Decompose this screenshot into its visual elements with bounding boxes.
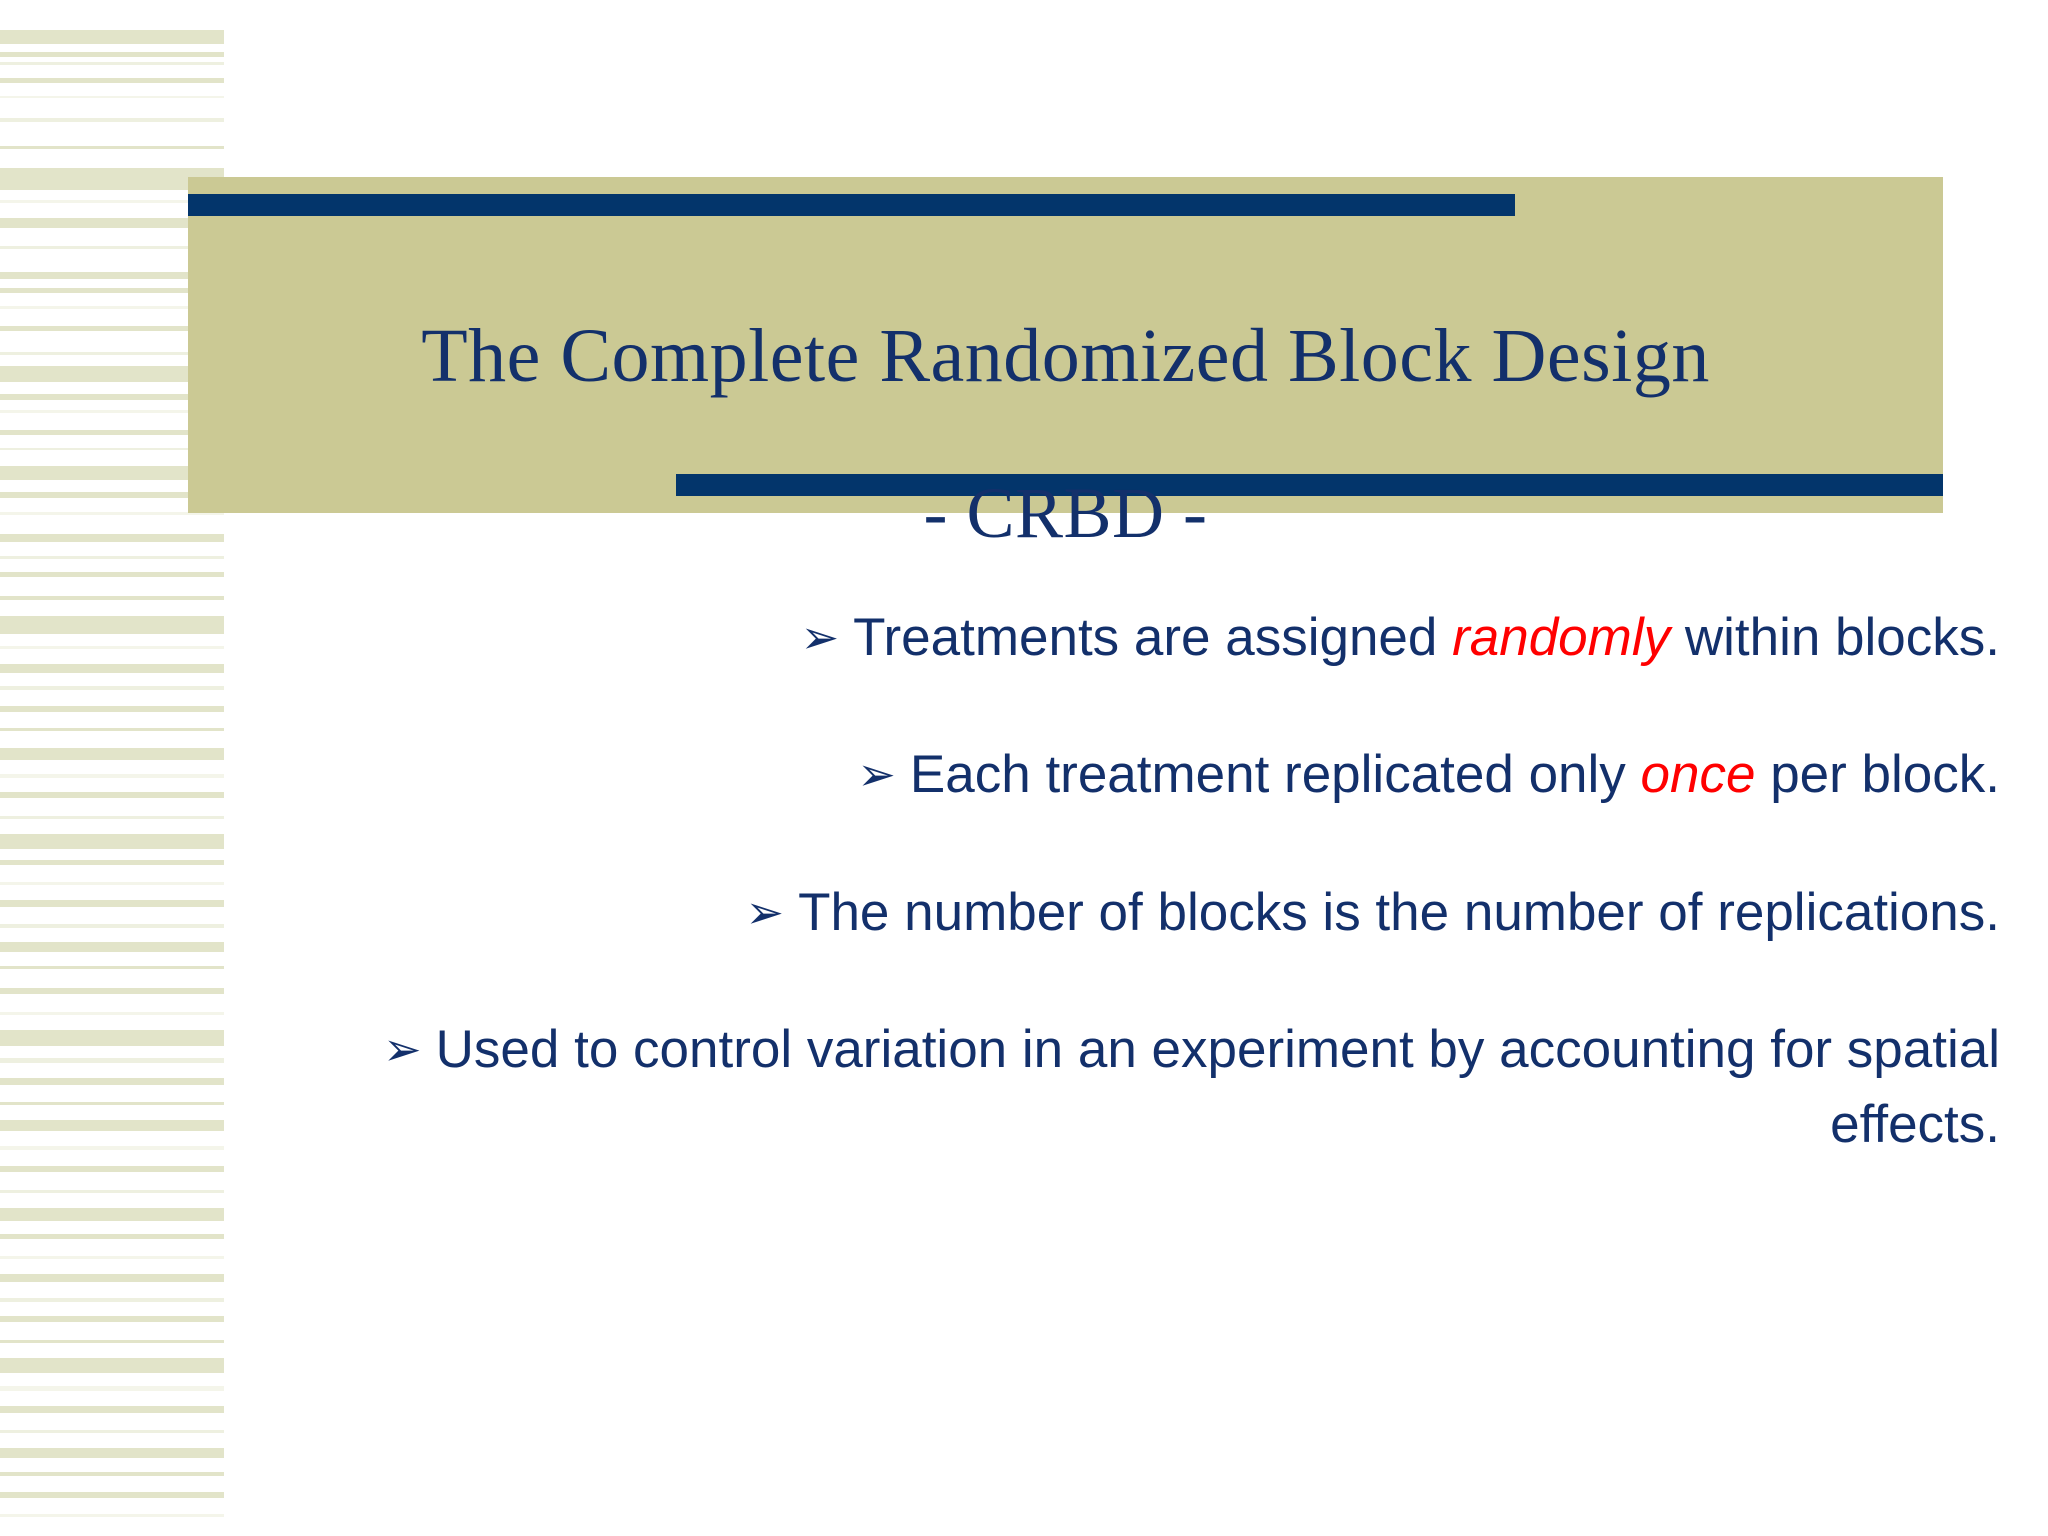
stripe-line: [0, 1472, 224, 1476]
bullet-list: ➢Treatments are assigned randomly within…: [224, 600, 2024, 1162]
stripe-line: [0, 394, 224, 400]
stripe-line: [0, 816, 224, 819]
stripe-line: [0, 1430, 224, 1433]
stripe-line: [0, 466, 224, 480]
stripe-line: [0, 686, 224, 690]
stripe-line: [0, 200, 224, 203]
title-line-1: The Complete Randomized Block Design: [421, 313, 1710, 398]
stripe-line: [0, 430, 224, 435]
stripe-line: [0, 596, 224, 600]
bullet-text: Used to control variation in an experime…: [435, 1019, 2000, 1154]
title-band: [188, 177, 1943, 513]
stripe-line: [0, 246, 224, 249]
title-line-2: - CRBD -: [923, 472, 1208, 553]
emphasis-text: randomly: [1452, 608, 1671, 667]
stripe-line: [0, 1146, 224, 1150]
stripe-line: [0, 30, 224, 44]
stripe-line: [0, 1316, 224, 1322]
stripe-line: [0, 1358, 224, 1373]
stripe-line: [0, 96, 224, 98]
stripe-line: [0, 1514, 224, 1517]
stripe-line: [0, 168, 224, 190]
stripe-line: [0, 728, 224, 731]
title-accent-bar-bottom: [676, 474, 1943, 496]
stripe-line: [0, 410, 224, 413]
stripe-line: [0, 860, 224, 865]
stripe-line: [0, 1030, 224, 1046]
stripe-line: [0, 218, 224, 228]
left-stripe-pattern: [0, 0, 224, 1536]
stripe-line: [0, 1340, 224, 1343]
stripe-line: [0, 572, 224, 577]
arrow-bullet-icon: ➢: [383, 1021, 422, 1076]
bullet-replications: ➢The number of blocks is the number of r…: [224, 875, 2024, 950]
stripe-line: [0, 288, 224, 293]
stripe-line: [0, 352, 224, 355]
stripe-line: [0, 900, 224, 907]
stripe-line: [0, 942, 224, 952]
stripe-line: [0, 556, 224, 559]
stripe-line: [0, 1492, 224, 1498]
stripe-line: [0, 492, 224, 498]
stripe-line: [0, 616, 224, 634]
stripe-line: [0, 52, 224, 57]
stripe-line: [0, 1102, 224, 1105]
stripe-line: [0, 272, 224, 279]
stripe-line: [0, 882, 224, 885]
stripe-line: [0, 1166, 224, 1172]
stripe-line: [0, 664, 224, 673]
stripe-line: [0, 646, 224, 649]
stripe-line: [0, 1386, 224, 1391]
bullet-text: Treatments are assigned: [853, 608, 1453, 667]
stripe-line: [0, 1120, 224, 1131]
stripe-line: [0, 988, 224, 994]
stripe-line: [0, 1078, 224, 1085]
stripe-line: [0, 534, 224, 542]
stripe-line: [0, 924, 224, 928]
stripe-line: [0, 1406, 224, 1413]
stripe-line: [0, 748, 224, 760]
stripe-line: [0, 78, 224, 83]
stripe-line: [0, 1234, 224, 1239]
arrow-bullet-icon: ➢: [745, 884, 785, 939]
stripe-line: [0, 706, 224, 712]
bullet-text: Each treatment replicated only: [909, 745, 1641, 805]
stripe-line: [0, 306, 224, 309]
stripe-line: [0, 366, 224, 382]
bullet-text: The number of blocks is the number of re…: [798, 882, 2000, 942]
stripe-line: [0, 448, 224, 450]
stripe-line: [0, 1058, 224, 1063]
stripe-line: [0, 326, 224, 331]
emphasis-text: once: [1640, 745, 1756, 805]
stripe-line: [0, 118, 224, 122]
stripe-line: [0, 774, 224, 778]
title-accent-bar-top: [188, 194, 1515, 216]
stripe-line: [0, 834, 224, 849]
bullet-once: ➢Each treatment replicated only once per…: [224, 737, 2024, 812]
arrow-bullet-icon: ➢: [857, 747, 896, 802]
stripe-line: [0, 1274, 224, 1282]
bullet-text: per block.: [1755, 745, 2000, 805]
stripe-line: [0, 1190, 224, 1193]
stripe-line: [0, 1208, 224, 1221]
bullet-randomly: ➢Treatments are assigned randomly within…: [224, 600, 2024, 675]
stripe-line: [0, 1298, 224, 1302]
stripe-line: [0, 1012, 224, 1015]
bullet-text: within blocks.: [1670, 608, 2000, 667]
stripe-line: [0, 512, 224, 515]
stripe-line: [0, 792, 224, 798]
stripe-line: [0, 1256, 224, 1259]
bullet-spatial: ➢Used to control variation in an experim…: [224, 1012, 2024, 1163]
page-title: The Complete Randomized Block Design - C…: [188, 240, 1943, 628]
stripe-line: [0, 146, 224, 149]
stripe-line: [0, 1448, 224, 1458]
arrow-bullet-icon: ➢: [800, 610, 840, 664]
stripe-line: [0, 966, 224, 969]
stripe-line: [0, 62, 224, 65]
